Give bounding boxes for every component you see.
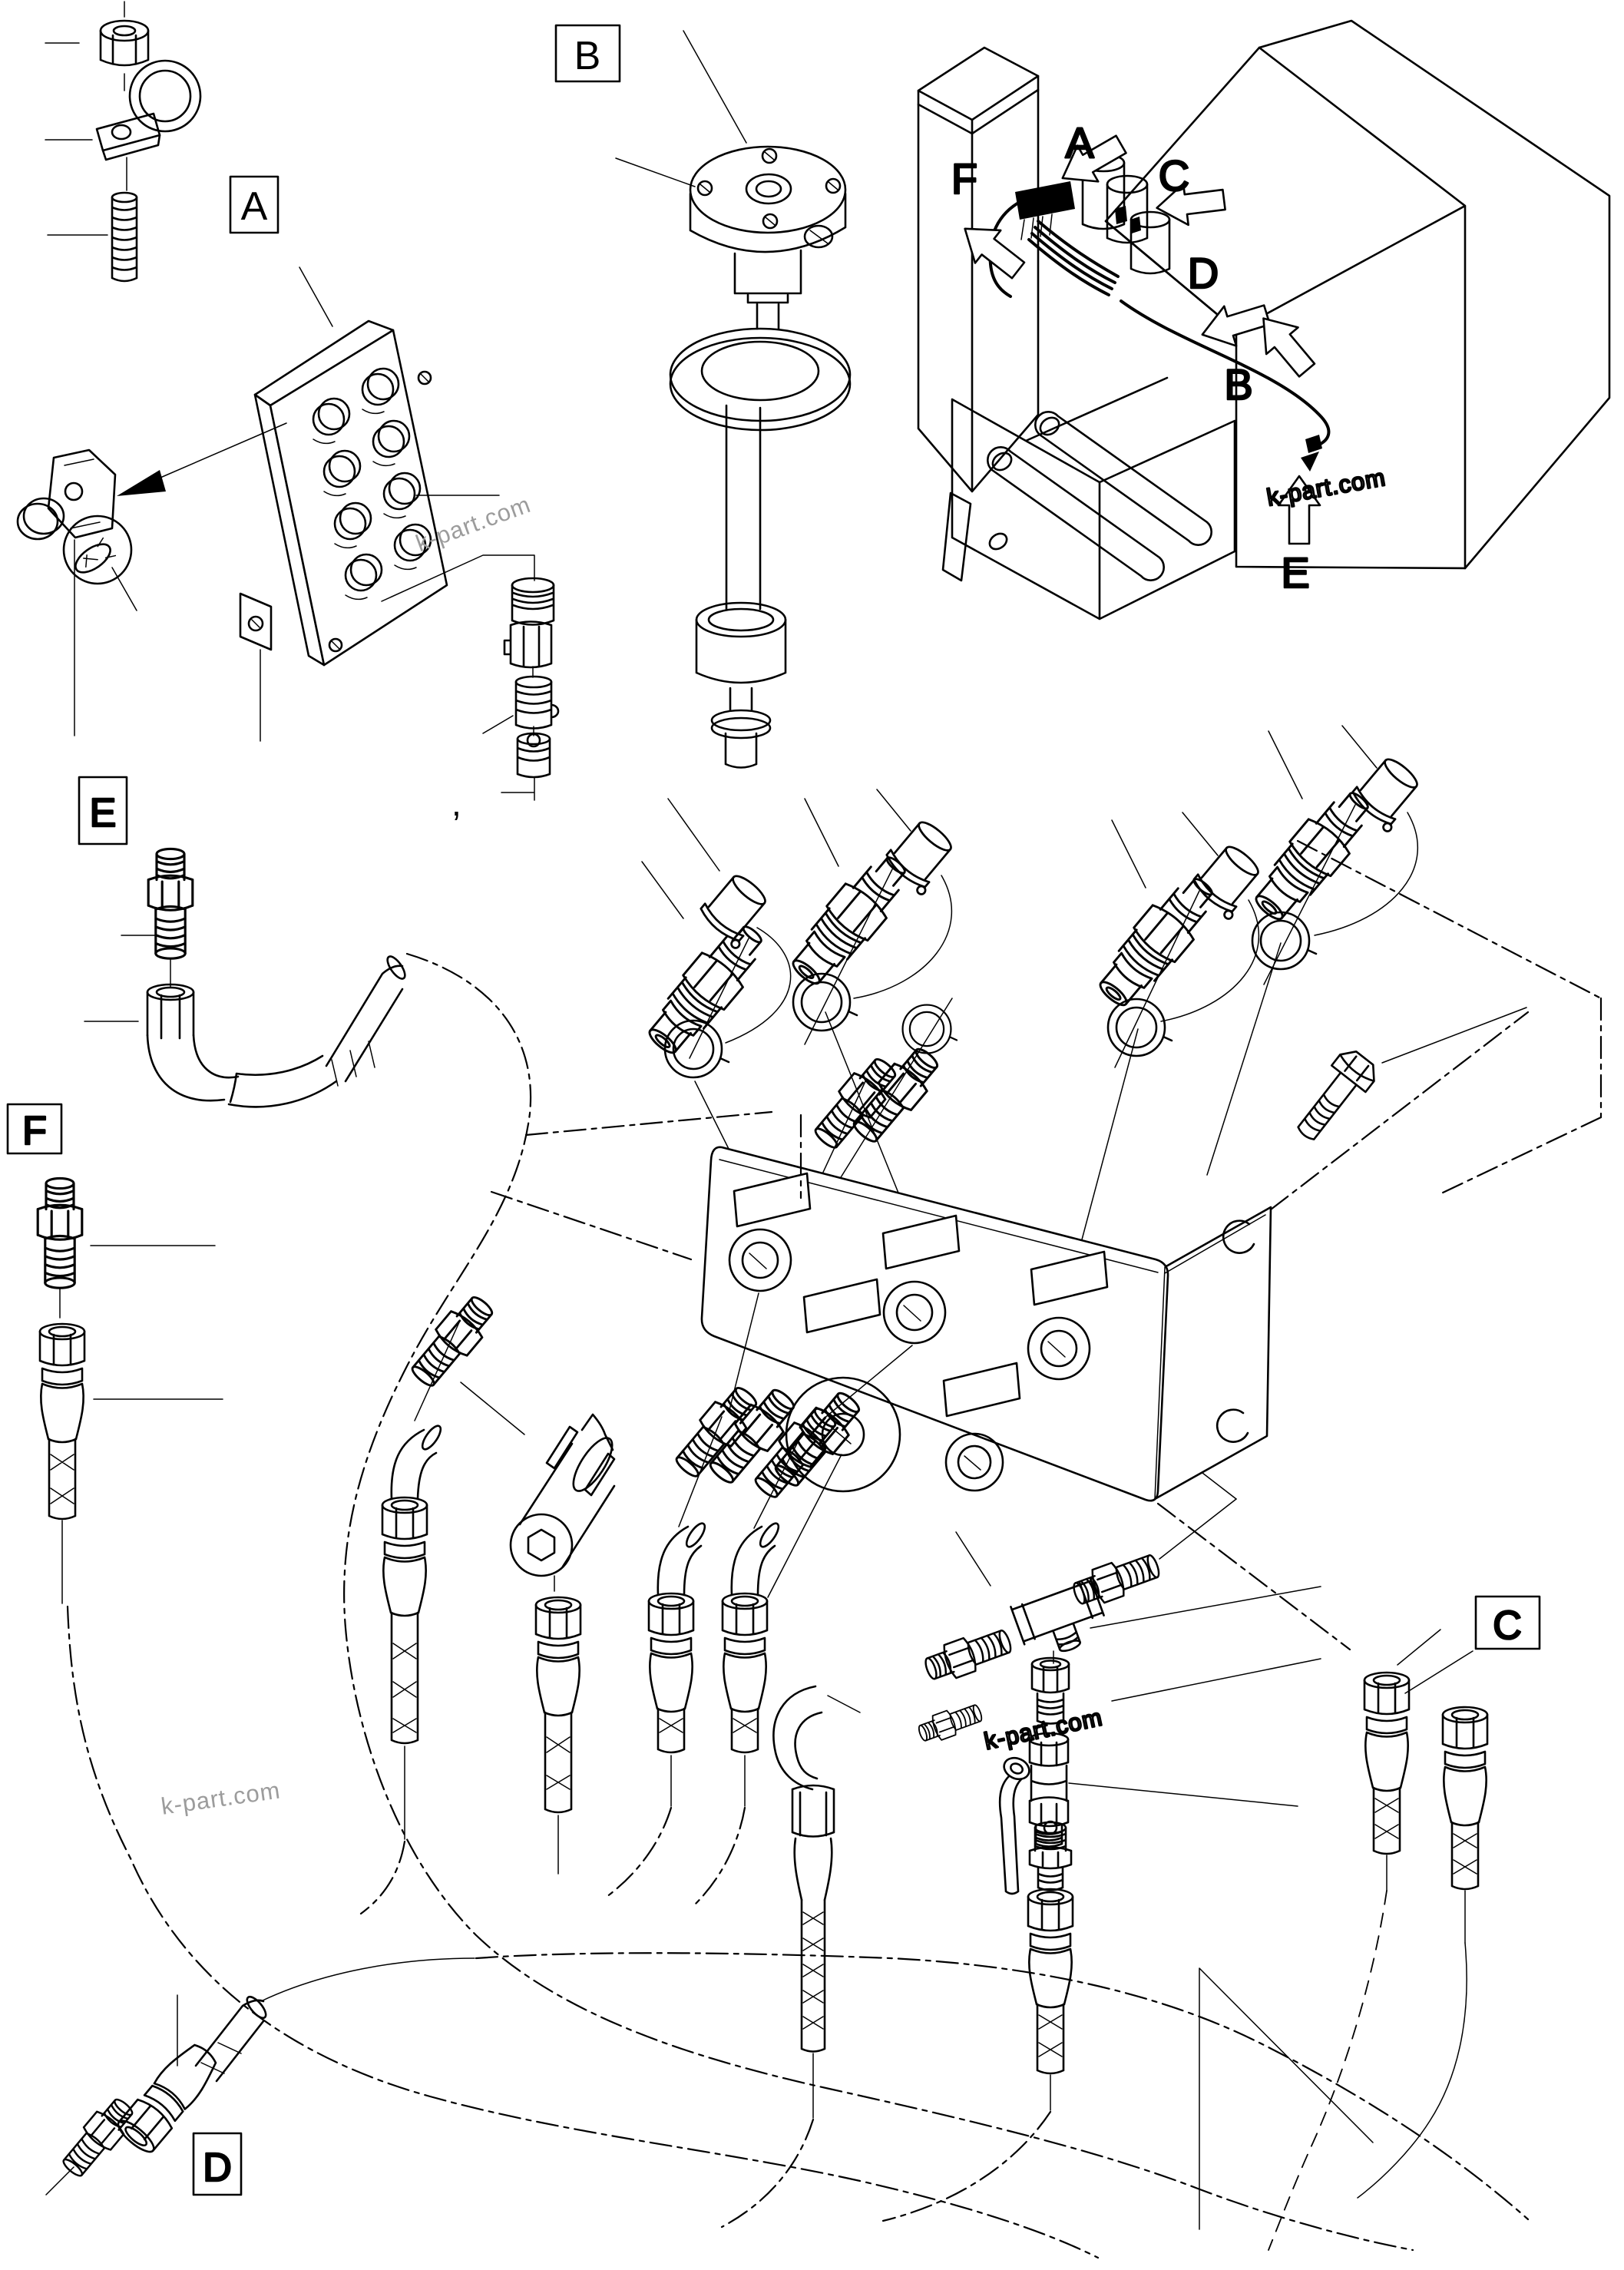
callout-e-label: E — [90, 791, 117, 836]
indicator-bulb — [74, 537, 137, 611]
sender-screws — [696, 147, 842, 230]
port-bosses — [728, 1228, 1091, 1493]
hydraulic-tank — [1104, 19, 1611, 570]
hose-c — [721, 1399, 845, 1807]
hose-b — [647, 1378, 766, 1807]
coupler-3 — [1087, 812, 1269, 1068]
hose-clamp — [95, 59, 202, 161]
callout-c-label: C — [1493, 1603, 1522, 1648]
phantom-hose-routes — [66, 839, 1603, 2259]
elbow-braided-hose — [772, 1685, 861, 2119]
coupler-2 — [780, 789, 962, 1045]
hex-bolt — [1297, 1007, 1527, 1140]
e-group: E — [78, 776, 406, 1108]
quick-coupler-assemblies — [637, 725, 1428, 1182]
bracket-plate — [694, 942, 1282, 1598]
middle-hose-assemblies — [381, 1288, 861, 2119]
sender-float — [695, 601, 787, 684]
lift-arms — [941, 411, 1212, 582]
c-group: C — [1268, 1595, 1541, 2251]
hose-a — [381, 1288, 502, 1840]
tee-fitting — [1010, 1577, 1105, 1653]
comma-mark: , — [451, 783, 461, 823]
tower — [917, 46, 1040, 493]
control-box-knobs — [312, 367, 432, 601]
deck — [951, 376, 1236, 620]
mounting-tab — [239, 592, 273, 742]
overview-label-c: C — [1159, 151, 1189, 200]
overview-label-b: B — [1224, 360, 1252, 409]
d-group: D — [45, 1957, 475, 2196]
tee-valve-assembly: k-part.com — [915, 1498, 1321, 2111]
overview-label-f: F — [951, 154, 977, 203]
callout-box-d: D — [192, 2132, 243, 2196]
coupler-4 — [1243, 725, 1428, 985]
wiring-connector — [1015, 181, 1141, 240]
overview-label-e: E — [1281, 548, 1309, 597]
watermark: k-part.com — [982, 1703, 1105, 1755]
clamp-assembly — [45, 1, 202, 283]
union-nipple — [838, 998, 958, 1182]
control-box — [117, 266, 500, 742]
callout-box-e: E — [78, 776, 128, 845]
threaded-adapter — [1028, 1820, 1073, 1891]
shutoff-valve — [998, 1732, 1070, 1895]
watermark: k-part.com — [160, 1776, 283, 1819]
callout-box-a: A — [229, 175, 279, 234]
stud-bolt — [111, 191, 138, 283]
callout-box-f: F — [6, 1103, 63, 1155]
toggle-switch — [16, 448, 117, 736]
detail-circle — [62, 515, 133, 585]
callout-f-label: F — [22, 1109, 47, 1153]
overview-label-d: D — [1188, 249, 1219, 297]
overview-label-a: A — [1065, 118, 1094, 167]
machine-overview: A F C D B E k-part.com — [917, 19, 1611, 620]
callout-box-c: C — [1474, 1595, 1541, 1650]
arrow-d — [1195, 293, 1275, 356]
callout-b-label: B — [574, 34, 601, 78]
bulb-socket-parts — [381, 554, 560, 801]
arrow-head — [117, 470, 166, 496]
callout-d-label: D — [203, 2146, 232, 2190]
f-group: F — [6, 1103, 223, 1604]
callout-box-b: B — [554, 24, 621, 83]
callout-a-label: A — [241, 184, 268, 229]
coupler-1 — [637, 798, 792, 1079]
lock-nut — [99, 19, 150, 67]
union-fitting — [1030, 1656, 1070, 1725]
watermark: k-part.com — [1265, 464, 1388, 511]
inline-valve — [460, 1382, 616, 1875]
fuel-sender — [615, 30, 852, 769]
